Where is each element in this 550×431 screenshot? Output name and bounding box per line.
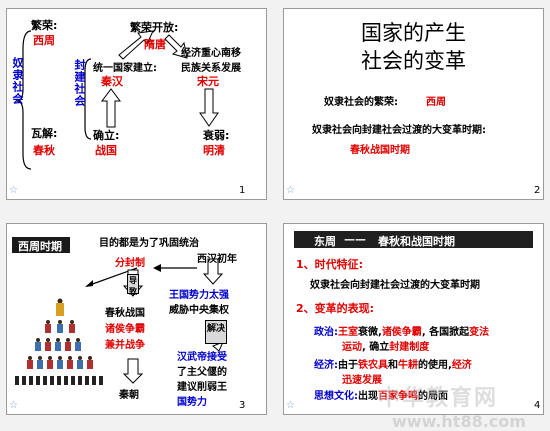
pol-blk3: , 确立	[362, 342, 390, 353]
xihan-text: 西汉初年	[197, 254, 237, 265]
flourish-label: 繁荣:	[31, 19, 58, 32]
wudi-line1: 汉武帝接受	[177, 352, 227, 363]
purpose-text: 目的都是为了巩固统治	[99, 238, 199, 249]
eco-red1: 铁农具	[358, 360, 388, 371]
establish-label: 确立:	[93, 129, 120, 142]
unify-label: 统一国家建立:	[93, 63, 157, 74]
slave-society-label: 奴隶社会	[11, 57, 24, 105]
wangguo-line2: 威胁中央集权	[169, 305, 229, 316]
eco-blk3: 的使用,	[418, 360, 452, 371]
chunqiu-text: 春秋战国	[105, 308, 145, 319]
item2-label: 奴隶社会向封建社会过渡的大变革时期:	[312, 125, 486, 136]
item1-value: 西周	[426, 97, 446, 108]
flourish-value: 西周	[33, 34, 55, 47]
politics-label: 政治:	[314, 327, 338, 338]
pol-red4: 运动	[342, 342, 362, 353]
fenfeng-text: 分封制	[115, 258, 145, 269]
unify-value: 秦汉	[101, 75, 123, 88]
wudi-line3: 建议削弱王	[177, 382, 227, 393]
section2-heading: 2、变革的表现:	[296, 302, 375, 315]
slide-2-thumbnail[interactable]: 国家的产生 社会的变革 奴隶社会的繁荣: 西周 奴隶社会向封建社会过渡的大变革时…	[283, 8, 544, 200]
eco-red2: 牛耕	[398, 360, 418, 371]
item1-label: 奴隶社会的繁荣:	[324, 97, 398, 108]
transition-star-icon: ☆	[286, 400, 295, 411]
pol-red2: 诸侯争霸	[381, 327, 422, 338]
period-banner: 西周时期	[12, 237, 70, 253]
econ-value: 宋元	[197, 75, 219, 88]
economy-label: 经济:	[314, 360, 338, 371]
page-number: 2	[534, 185, 541, 196]
page-number: 4	[534, 400, 541, 411]
politics-line1: 政治:王室衰微,诸侯争霸, 各国掀起变法	[314, 323, 489, 338]
slide-2-title-line1: 国家的产生	[361, 21, 466, 45]
header-dash: ——	[344, 233, 366, 246]
thought-blk2: 的局面	[418, 391, 448, 402]
period-label: 西周时期	[18, 240, 62, 253]
page-number: 3	[239, 400, 246, 411]
watermark-line2: www.ht88.com	[392, 412, 526, 431]
leads-to-label: 导致	[127, 274, 139, 296]
pol-blk2: , 各国掀起	[421, 327, 470, 338]
feature-text: 奴隶社会向封建社会过渡的大变革时期	[310, 280, 480, 291]
qin-text: 秦朝	[119, 390, 139, 401]
wangguo-line1: 王国势力太强	[169, 290, 229, 301]
wudi-line2: 了主父偃的	[177, 367, 227, 378]
open-label: 繁荣开放:	[130, 21, 179, 34]
decline-label: 瓦解:	[31, 127, 58, 140]
slide-4-thumbnail[interactable]: 东周 —— 春秋和战国时期 1、时代特征: 奴隶社会向封建社会过渡的大变革时期 …	[283, 223, 544, 415]
zhuhou-line2: 兼并战争	[105, 340, 145, 351]
open-value: 隋唐	[144, 38, 166, 51]
economy-line1: 经济:由于铁农具和牛耕的使用,经济	[314, 356, 472, 371]
page-number: 1	[239, 185, 246, 196]
politics-line2: 运动, 确立封建制度	[342, 338, 429, 353]
decay-label: 衰弱:	[203, 129, 230, 142]
section1-heading: 1、时代特征:	[296, 258, 364, 271]
transition-star-icon: ☆	[9, 185, 18, 196]
header-right: 春秋和战国时期	[378, 235, 455, 248]
pol-blk1: 衰微,	[358, 327, 382, 338]
watermark: 中华教育网 www.ht88.com	[378, 380, 538, 431]
pol-red3: 变法	[469, 327, 490, 338]
decline-value: 春秋	[33, 144, 55, 157]
establish-value: 战国	[95, 144, 117, 157]
pol-red1: 王室	[338, 327, 358, 338]
item2-value: 春秋战国时期	[350, 145, 410, 156]
eco-blk2: 和	[388, 360, 398, 371]
econ-line2: 民族关系发展	[181, 63, 241, 74]
thought-blk1: 出现	[358, 391, 378, 402]
slide-4-header-bar: 东周 —— 春秋和战国时期	[294, 231, 533, 248]
solve-label: 解决	[205, 320, 227, 344]
watermark-line1: 中华教育网	[378, 385, 499, 411]
eco-blk1: 由于	[338, 360, 358, 371]
slide-3-thumbnail[interactable]: 西周时期 目的都是为了巩固统治 西汉初年 分封制 导致 春秋战国 诸侯争霸 兼并	[6, 223, 267, 415]
thought-red: 百家争鸣	[378, 391, 418, 402]
pol-red5: 封建制度	[389, 342, 430, 353]
eco-red4: 迅速发展	[342, 375, 382, 386]
wudi-line4: 国势力	[177, 397, 207, 408]
econ-line1: 经济重心南移	[181, 48, 241, 59]
transition-star-icon: ☆	[9, 400, 18, 411]
transition-star-icon: ☆	[286, 185, 295, 196]
slide-1-thumbnail[interactable]: 奴隶社会 繁荣: 西周 瓦解: 春秋 封建社会 统一国家建立: 秦汉 确立: 战…	[6, 8, 267, 200]
slide-1-diagram-lines	[16, 30, 219, 170]
zhuhou-line1: 诸侯争霸	[105, 324, 145, 335]
feudal-society-label: 封建社会	[73, 59, 86, 107]
slide-2-title-line2: 社会的变革	[361, 49, 466, 73]
decay-value: 明清	[203, 144, 225, 157]
thought-line: 思想文化:出现百家争鸣的局面	[314, 387, 448, 402]
header-left: 东周	[314, 235, 336, 248]
thought-label: 思想文化:	[314, 391, 358, 402]
eco-red3: 经济	[451, 360, 472, 371]
